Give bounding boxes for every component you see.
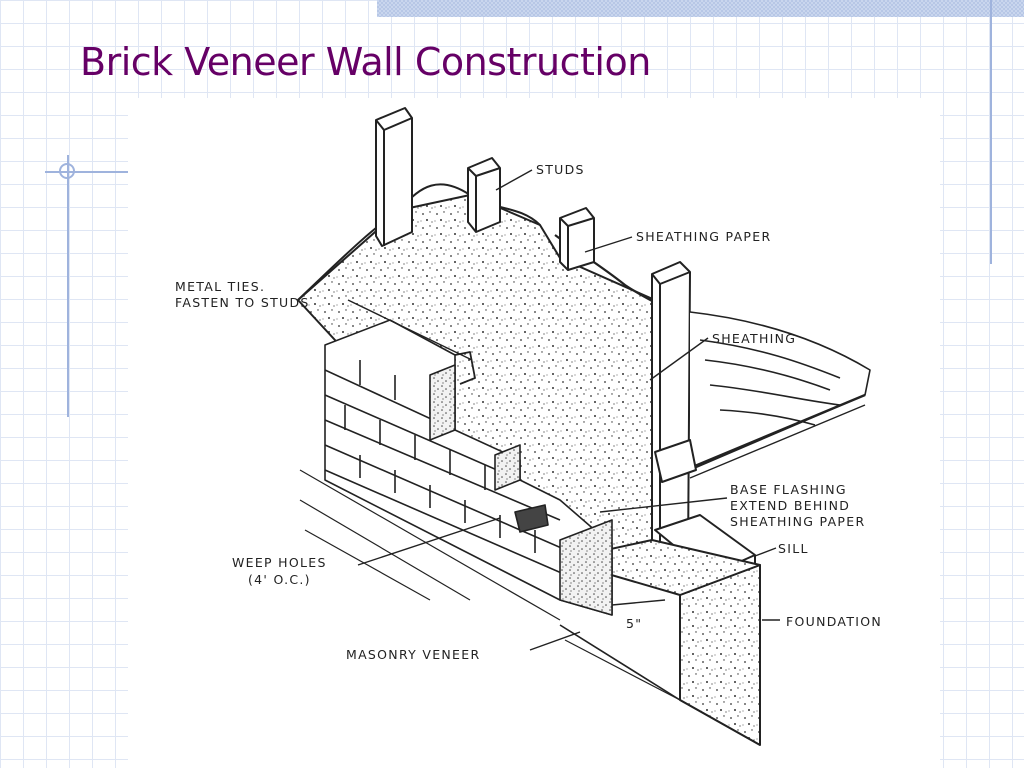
label-metal-ties-line1: METAL TIES.: [175, 279, 265, 294]
label-sill: SILL: [778, 541, 809, 556]
label-metal-ties-line2: FASTEN TO STUDS: [175, 295, 310, 310]
sheathing-torn-edge: [297, 183, 541, 301]
label-weep-holes-line2: (4' O.C.): [248, 572, 311, 587]
decor-left-vertical-line: [67, 155, 69, 417]
label-weep-holes-line1: WEEP HOLES: [232, 555, 327, 570]
floor-plank: [689, 311, 871, 479]
leader-lines: [347, 169, 780, 651]
stud-2: [467, 157, 501, 233]
base-flashing-strip: [654, 439, 697, 483]
label-base-flashing-line2: EXTEND BEHIND: [730, 498, 850, 513]
stud-3: [559, 207, 595, 271]
masonry-veneer: [324, 319, 613, 616]
metal-tie: [454, 351, 476, 385]
label-masonry-veneer: MASONRY VENEER: [346, 647, 480, 662]
stud-1: [375, 107, 413, 247]
label-sheathing: SHEATHING: [712, 331, 796, 346]
slide-title: Brick Veneer Wall Construction: [80, 40, 651, 84]
label-foundation: FOUNDATION: [786, 614, 882, 629]
label-base-flashing-line3: SHEATHING PAPER: [730, 514, 865, 529]
ground-lines: [299, 469, 681, 701]
decor-crosshair-circle: [59, 163, 75, 179]
header-pattern-band: [377, 0, 1024, 17]
weep-hole: [514, 504, 549, 533]
label-base-flashing-line1: BASE FLASHING: [730, 482, 847, 497]
decor-right-vertical-line: [990, 0, 992, 264]
label-studs: STUDS: [536, 162, 585, 177]
label-sheathing-paper: SHEATHING PAPER: [636, 229, 771, 244]
decor-left-horizontal-line: [45, 171, 130, 173]
label-dimension: 5": [626, 616, 642, 631]
